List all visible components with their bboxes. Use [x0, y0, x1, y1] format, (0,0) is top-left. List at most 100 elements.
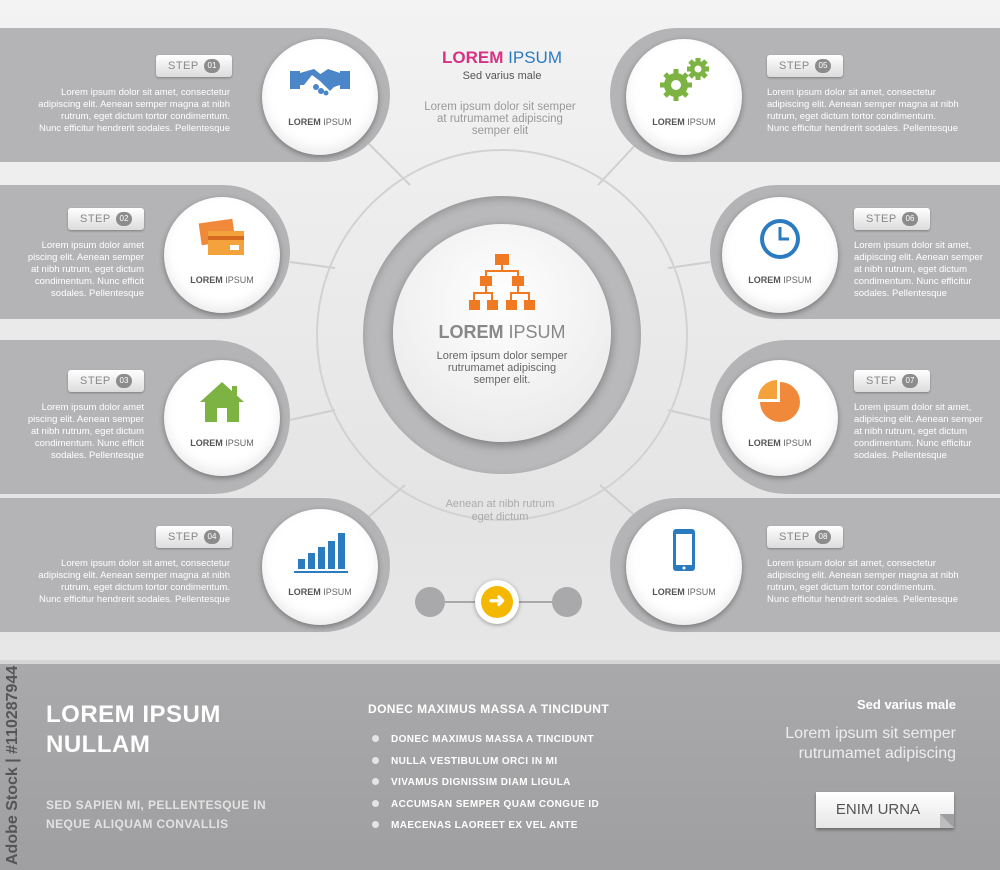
hub-text-line: semper elit.: [473, 374, 531, 386]
step-text-line: Lorem ipsum dolor sit amet, consectetur: [767, 87, 936, 98]
step-text-line: at nibh rutrum, eget dictum: [854, 264, 967, 275]
step-number: 02: [116, 212, 132, 226]
step-word: STEP: [779, 531, 810, 543]
handshake-icon: [290, 69, 350, 96]
step-text-line: Lorem ipsum dolor sit amet,: [854, 402, 972, 413]
bar-chart-icon: [294, 533, 348, 573]
step-text-07: Lorem ipsum dolor sit amet, adipiscing e…: [854, 402, 994, 462]
button-label: ENIM URNA: [835, 801, 921, 818]
step-text-line: rutrum, eget dictum tortor condimentum.: [767, 111, 936, 122]
node-label: LOREM IPSUM: [626, 117, 742, 127]
bullet-list: DONEC MAXIMUS MASSA A TINCIDUNT NULLA VE…: [372, 734, 599, 842]
step-node-01[interactable]: LOREM IPSUM: [262, 39, 378, 155]
step-node-08[interactable]: LOREM IPSUM: [626, 509, 742, 625]
step-text-line: adipiscing elit. Aenean semper: [854, 414, 983, 425]
node-label-word1: LOREM: [288, 117, 321, 127]
org-chart-icon: [469, 254, 535, 310]
pie-chart-icon: [758, 380, 800, 422]
step-badge-02: STEP 02: [68, 208, 144, 230]
prev-dot[interactable]: [415, 587, 445, 617]
node-label: LOREM IPSUM: [262, 587, 378, 597]
step-text-line: condimentum. Nunc efficitur: [854, 276, 972, 287]
step-node-07[interactable]: LOREM IPSUM: [722, 360, 838, 476]
step-word: STEP: [80, 375, 111, 387]
step-badge-04: STEP 04: [156, 526, 232, 548]
list-item: VIVAMUS DIGNISSIM DIAM LIGULA: [372, 777, 599, 799]
step-text-line: sodales. Pellentesque: [51, 450, 144, 461]
step-text-line: Lorem ipsum dolor sit amet,: [854, 240, 972, 251]
bullet-dot-icon: [372, 821, 379, 828]
footer-subtitle-line: NEQUE ALIQUAM CONVALLIS: [46, 817, 229, 831]
credit-card-icon: [198, 218, 244, 255]
step-text-line: condimentum. Nunc efficit: [34, 438, 144, 449]
step-word: STEP: [866, 375, 897, 387]
right-text-line: rutrumamet adipiscing: [798, 745, 956, 762]
step-number: 08: [815, 530, 831, 544]
step-text-line: sodales. Pellentesque: [854, 288, 947, 299]
step-text-line: at nibh rutrum, eget dictum: [854, 426, 967, 437]
step-word: STEP: [866, 213, 897, 225]
node-label-word1: LOREM: [190, 438, 223, 448]
next-dot[interactable]: [552, 587, 582, 617]
step-text-line: Nunc efficitur hendrerit sodales. Pellen…: [39, 594, 230, 605]
arrow-right-icon: ➜: [481, 586, 513, 618]
next-arrow-button[interactable]: ➜: [475, 580, 519, 624]
step-text-03: Lorem ipsum dolor amet piscing elit. Aen…: [10, 402, 144, 462]
node-label-word1: LOREM: [748, 275, 781, 285]
list-heading: DONEC MAXIMUS MASSA A TINCIDUNT: [368, 702, 610, 716]
step-word: STEP: [168, 531, 199, 543]
list-item: MAECENAS LAOREET EX VEL ANTE: [372, 820, 599, 842]
step-badge-07: STEP 07: [854, 370, 930, 392]
step-text-line: adipiscing elit. Aenean semper magna at …: [767, 99, 959, 110]
step-node-02[interactable]: LOREM IPSUM: [164, 197, 280, 313]
header-title: LOREM IPSUM: [412, 48, 592, 68]
bullet-dot-icon: [372, 799, 379, 807]
node-label-word1: LOREM: [748, 438, 781, 448]
footer-subtitle: SED SAPIEN MI, PELLENTESQUE IN NEQUE ALI…: [46, 796, 266, 834]
hub-circle: LOREM IPSUM Lorem ipsum dolor semper rut…: [393, 224, 611, 442]
step-badge-05: STEP 05: [767, 55, 843, 77]
node-label: LOREM IPSUM: [626, 587, 742, 597]
hub-title: LOREM IPSUM: [393, 322, 611, 343]
step-node-03[interactable]: LOREM IPSUM: [164, 360, 280, 476]
list-item-text: MAECENAS LAOREET EX VEL ANTE: [391, 820, 578, 831]
step-text-04: Lorem ipsum dolor sit amet, consectetur …: [10, 558, 230, 606]
watermark: Adobe Stock | #110287944: [4, 640, 28, 865]
step-node-06[interactable]: LOREM IPSUM: [722, 197, 838, 313]
step-badge-06: STEP 06: [854, 208, 930, 230]
step-text-line: Lorem ipsum dolor sit amet, consectetur: [767, 558, 936, 569]
step-badge-08: STEP 08: [767, 526, 843, 548]
node-label: LOREM IPSUM: [164, 275, 280, 285]
smartphone-icon: [673, 529, 695, 571]
step-text-02: Lorem ipsum dolor amet piscing elit. Aen…: [10, 240, 144, 300]
step-number: 04: [204, 530, 220, 544]
node-label-word2: IPSUM: [225, 275, 254, 285]
watermark-text: Adobe Stock | #110287944: [4, 665, 21, 865]
node-label-word2: IPSUM: [783, 275, 812, 285]
node-label: LOREM IPSUM: [722, 438, 838, 448]
step-text-line: Lorem ipsum dolor amet: [41, 402, 144, 413]
step-word: STEP: [80, 213, 111, 225]
step-number: 05: [815, 59, 831, 73]
node-label: LOREM IPSUM: [164, 438, 280, 448]
page-curl-icon: [940, 814, 954, 828]
step-text-line: Nunc efficitur hendrerit sodales. Pellen…: [767, 594, 958, 605]
step-text-01: Lorem ipsum dolor sit amet, consectetur …: [10, 87, 230, 135]
step-node-05[interactable]: LOREM IPSUM: [626, 39, 742, 155]
step-text-line: adipiscing elit. Aenean semper magna at …: [767, 570, 959, 581]
step-text-line: piscing elit. Aenean semper: [27, 252, 144, 263]
step-text-line: rutrum, eget dictum tortor condimentum.: [61, 582, 230, 593]
step-text-08: Lorem ipsum dolor sit amet, consectetur …: [767, 558, 992, 606]
step-badge-03: STEP 03: [68, 370, 144, 392]
step-node-04[interactable]: LOREM IPSUM: [262, 509, 378, 625]
clock-icon: [760, 219, 800, 259]
step-number: 01: [204, 59, 220, 73]
step-text-line: rutrum, eget dictum tortor condimentum.: [767, 582, 936, 593]
header-text-line: semper elit: [471, 125, 529, 137]
list-item: DONEC MAXIMUS MASSA A TINCIDUNT: [372, 734, 599, 756]
footer-subtitle-line: SED SAPIEN MI, PELLENTESQUE IN: [46, 798, 267, 812]
step-badge-01: STEP 01: [156, 55, 232, 77]
enim-urna-button[interactable]: ENIM URNA: [816, 792, 954, 828]
footer-title-line: NULLAM: [46, 731, 151, 758]
